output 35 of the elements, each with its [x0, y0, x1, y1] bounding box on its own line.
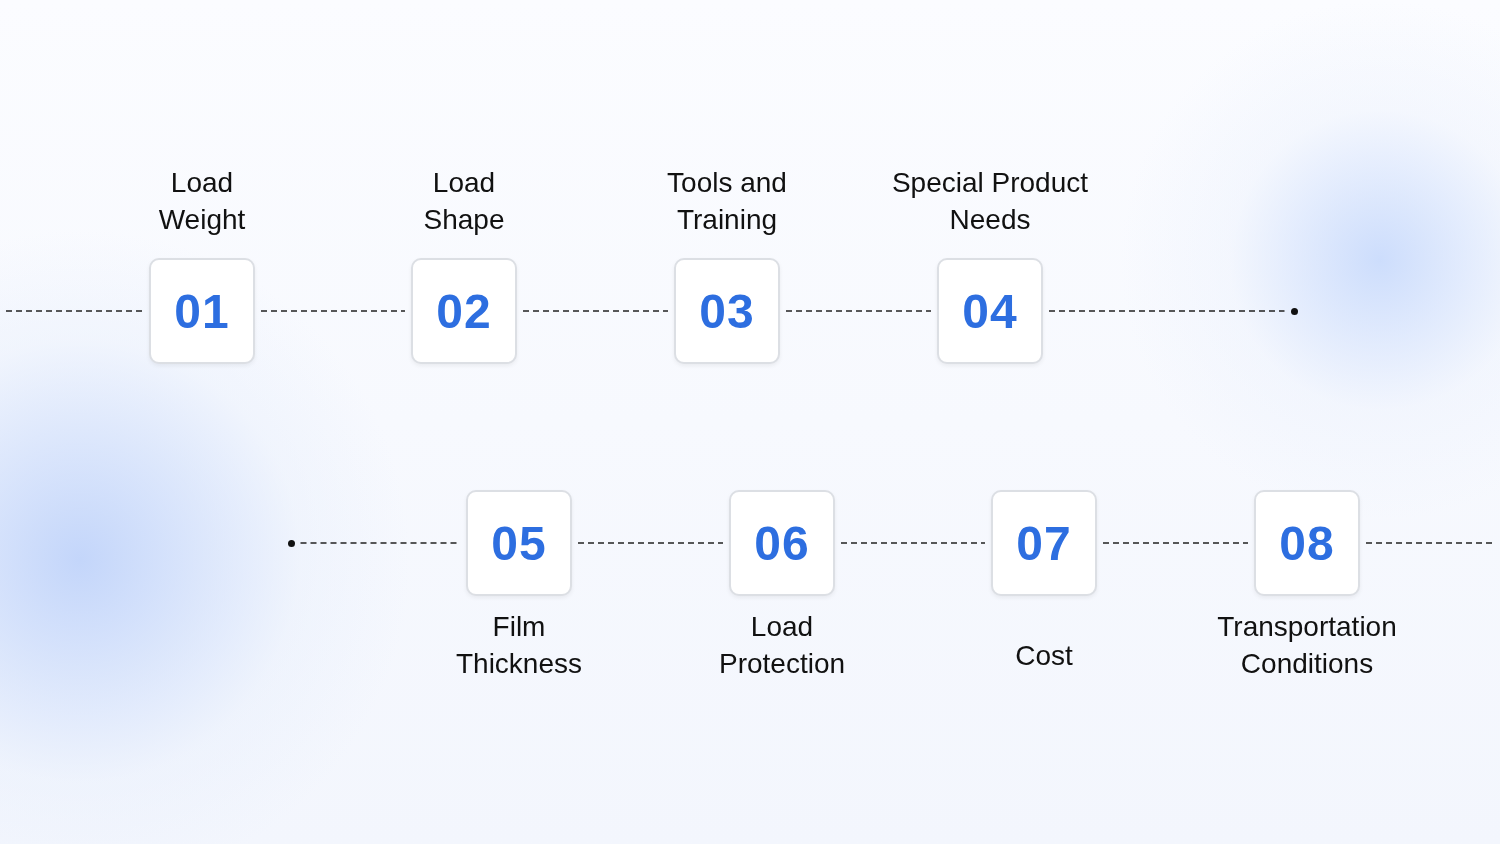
step-label: Load Shape [422, 166, 506, 237]
endpoint-dot [1290, 307, 1298, 315]
step-card [1254, 490, 1360, 596]
step-number: 06 [754, 515, 810, 571]
dashed-connector [1365, 542, 1495, 544]
step-number: 02 [436, 283, 492, 339]
dashed-connector [577, 542, 724, 544]
step-card [411, 258, 517, 364]
step-label: Transportation Conditions [1216, 610, 1398, 681]
step-number: 05 [491, 515, 547, 571]
dashed-connector [5, 310, 144, 312]
step-label: Tools and Training [666, 166, 788, 237]
dashed-connector [1102, 542, 1249, 544]
step-label: Load Weight [157, 166, 247, 237]
step-card [674, 258, 780, 364]
step-card [466, 490, 572, 596]
step-label: Load Protection [717, 610, 847, 681]
step-number: 08 [1279, 515, 1335, 571]
step-number: 04 [962, 283, 1018, 339]
dashed-connector [840, 542, 986, 544]
endpoint-dot [287, 539, 295, 547]
step-card [937, 258, 1043, 364]
dashed-connector [1048, 310, 1286, 312]
step-card [991, 490, 1097, 596]
step-card [729, 490, 835, 596]
step-label: Film Thickness [454, 610, 583, 681]
step-number: 03 [699, 283, 755, 339]
step-number: 01 [174, 283, 230, 339]
dashed-connector [522, 310, 669, 312]
step-label: Special Product Needs [890, 166, 1090, 237]
step-card [149, 258, 255, 364]
dashed-connector [260, 310, 406, 312]
step-number: 07 [1016, 515, 1072, 571]
dashed-connector [785, 310, 932, 312]
step-label: Cost [1014, 638, 1074, 673]
